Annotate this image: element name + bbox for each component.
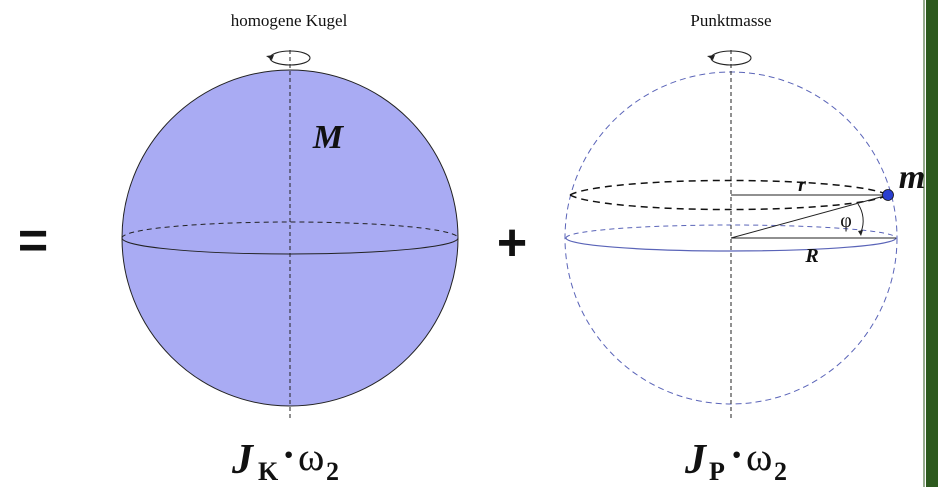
point-mass-dot xyxy=(882,189,894,201)
point-mass-figure: m r R φ xyxy=(564,50,925,418)
right-formula-dot: · xyxy=(730,432,743,477)
homogeneous-sphere: M xyxy=(121,50,459,418)
right-formula-symbol: J xyxy=(684,437,708,483)
left-formula-subscript: K xyxy=(258,457,279,486)
equals-sign: = xyxy=(18,212,48,270)
point-mass-label: m xyxy=(899,159,925,196)
left-formula-omega: ω xyxy=(298,434,324,479)
angle-arc xyxy=(857,203,864,233)
orbit-front xyxy=(569,194,889,211)
orbit-back xyxy=(569,179,889,196)
rotation-arrow-left-icon xyxy=(266,50,311,66)
rotation-arrow-right-icon xyxy=(707,50,752,66)
left-formula-symbol: J xyxy=(231,437,255,483)
sphere-equator-back xyxy=(121,221,459,239)
angle-label: φ xyxy=(840,210,852,232)
sphere-mass-label: M xyxy=(312,119,345,156)
right-formula-subscript: P xyxy=(709,457,725,486)
right-title: Punktmasse xyxy=(690,11,771,30)
left-formula-omega-subscript: 2 xyxy=(326,457,339,486)
mass-radius-line xyxy=(730,194,889,239)
left-title: homogene Kugel xyxy=(231,11,348,30)
right-formula-omega: ω xyxy=(746,434,772,479)
left-formula: J K · ω 2 xyxy=(231,432,339,486)
left-formula-dot: · xyxy=(282,432,295,477)
reference-equator-front xyxy=(565,237,897,252)
small-radius-label: r xyxy=(798,174,806,196)
right-formula: J P · ω 2 xyxy=(684,432,787,486)
green-frame-strip xyxy=(926,0,938,487)
right-formula-omega-subscript: 2 xyxy=(774,457,787,486)
angle-arrowhead xyxy=(858,230,863,236)
large-radius-label: R xyxy=(804,245,818,267)
plus-sign: + xyxy=(497,214,527,272)
